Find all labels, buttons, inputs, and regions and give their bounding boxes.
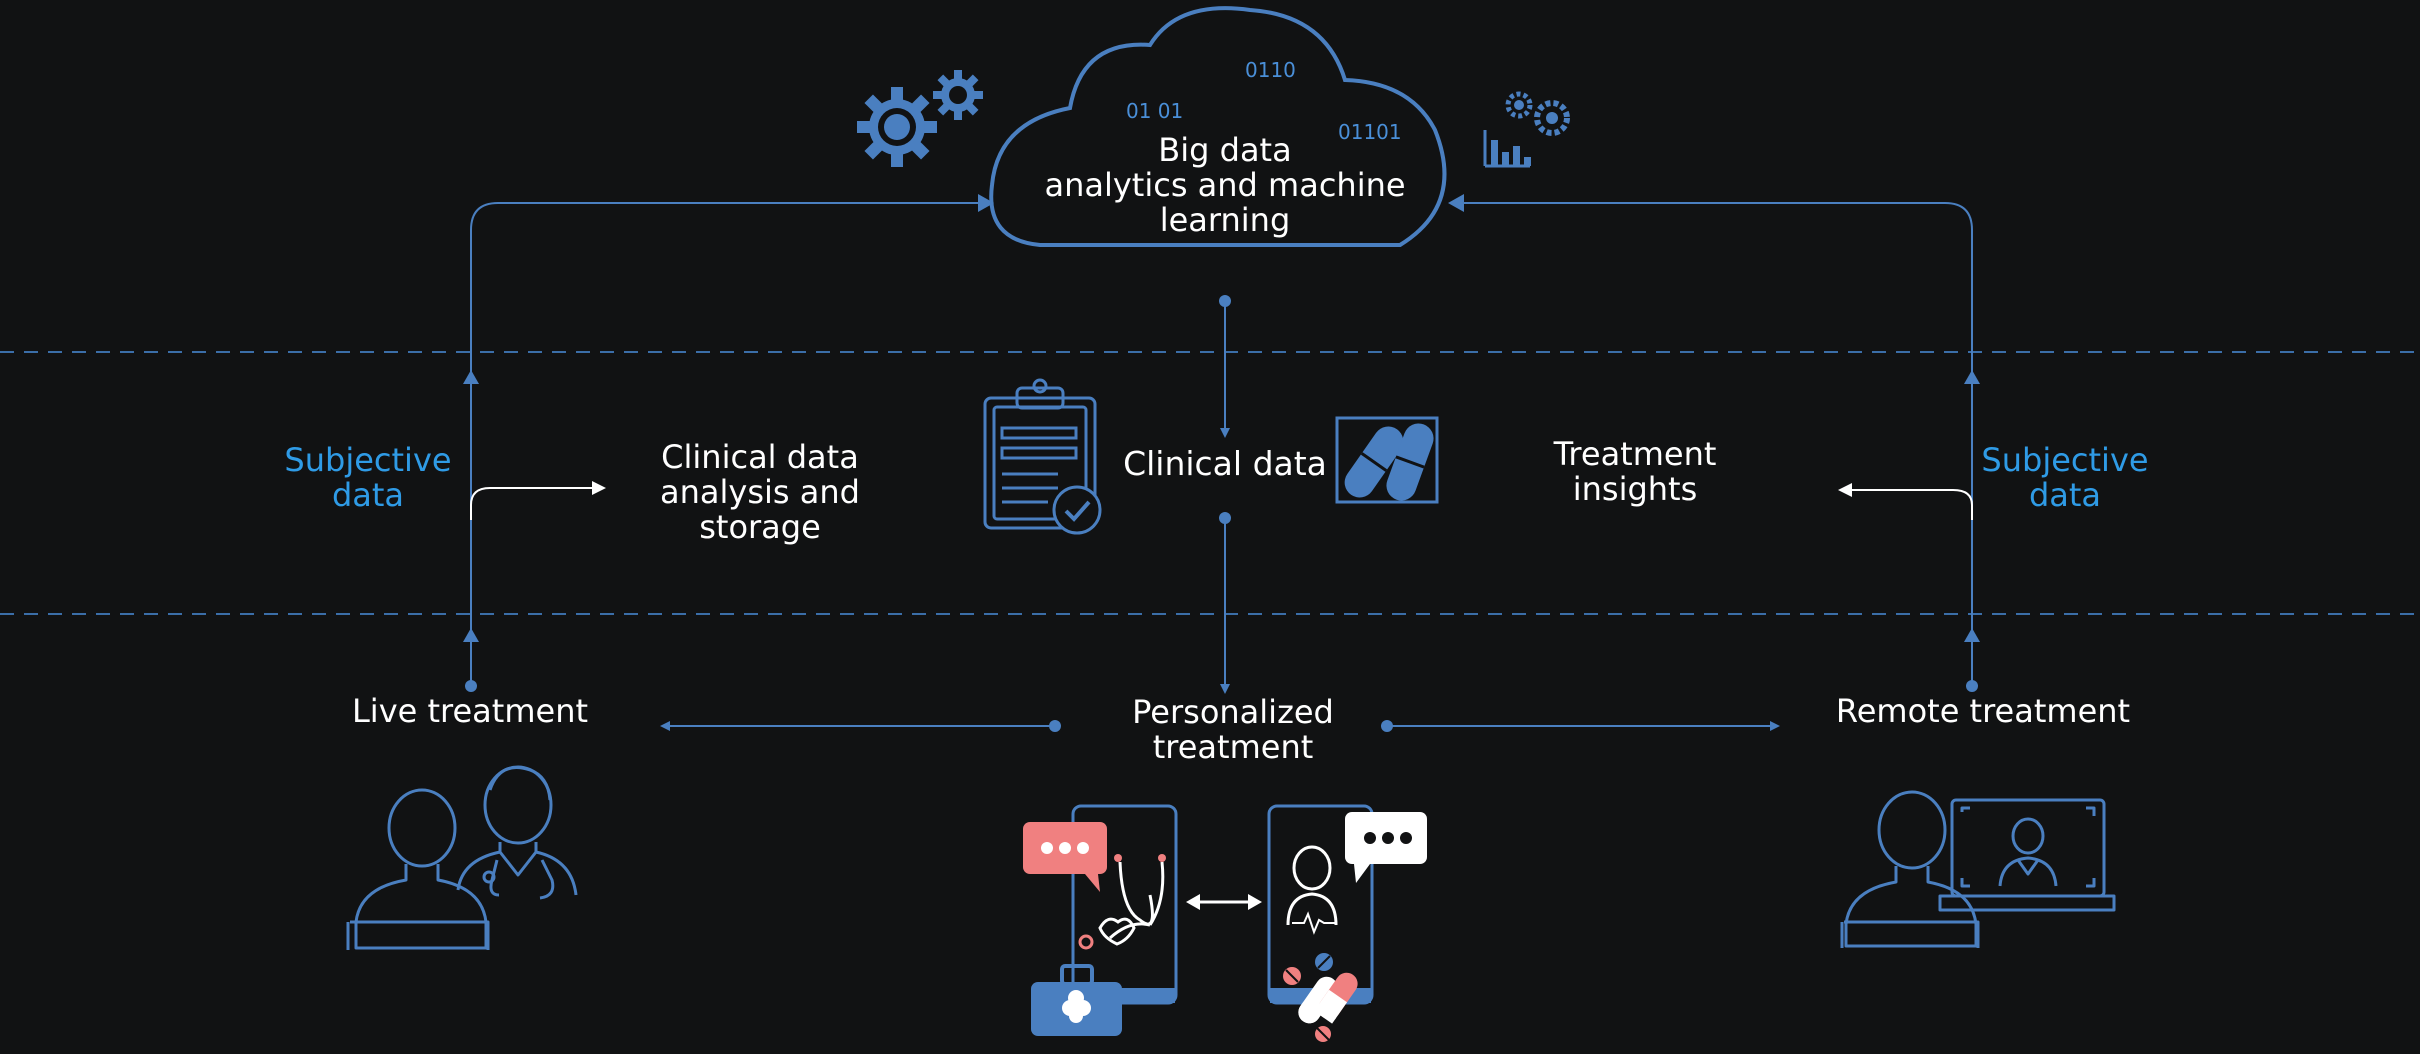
connector-live-to-cloud: [470, 194, 994, 686]
subjective-data-left: Subjective data: [284, 441, 452, 514]
laptop-consultation-icon: [1840, 790, 2116, 948]
cloud-binary-1: 0110: [1245, 58, 1296, 82]
gears-chart-icon: [1483, 91, 1570, 168]
subjective-data-right: Subjective data: [1981, 441, 2149, 514]
arrowhead-right-upper: [1964, 370, 1980, 384]
personalized-treatment-label: Personalized treatment: [1132, 693, 1334, 766]
dot-remote: [1966, 680, 1978, 692]
connector-remote-to-cloud: [1448, 194, 1973, 686]
cloud-binary-3: 01101: [1338, 120, 1402, 144]
arrowhead-right-lower: [1964, 628, 1980, 642]
arrowhead-left-upper: [463, 370, 479, 384]
arrow-to-clinical-analysis: [470, 481, 606, 520]
arrowhead-left-lower: [463, 628, 479, 642]
cloud-icon: [989, 6, 1447, 247]
gears-icon: [857, 70, 983, 167]
arrow-to-treatment-insights: [1838, 483, 1973, 520]
cloud-binary-2: 01 01: [1126, 99, 1184, 123]
pills-icon: [1335, 416, 1439, 504]
dot-live: [465, 680, 477, 692]
cloud-title: Big data analytics and machine learning: [1044, 131, 1406, 239]
telemedicine-phones-icon: [1023, 804, 1427, 1042]
clinical-data-label: Clinical data: [1123, 444, 1327, 483]
treatment-insights-label: Treatment insights: [1553, 435, 1717, 508]
clinical-analysis-label: Clinical data analysis and storage: [660, 438, 860, 546]
remote-treatment-label: Remote treatment: [1835, 692, 2131, 730]
live-treatment-label: Live treatment: [351, 692, 589, 730]
clipboard-check-icon: [983, 378, 1102, 535]
patient-doctor-icon: [346, 765, 578, 950]
